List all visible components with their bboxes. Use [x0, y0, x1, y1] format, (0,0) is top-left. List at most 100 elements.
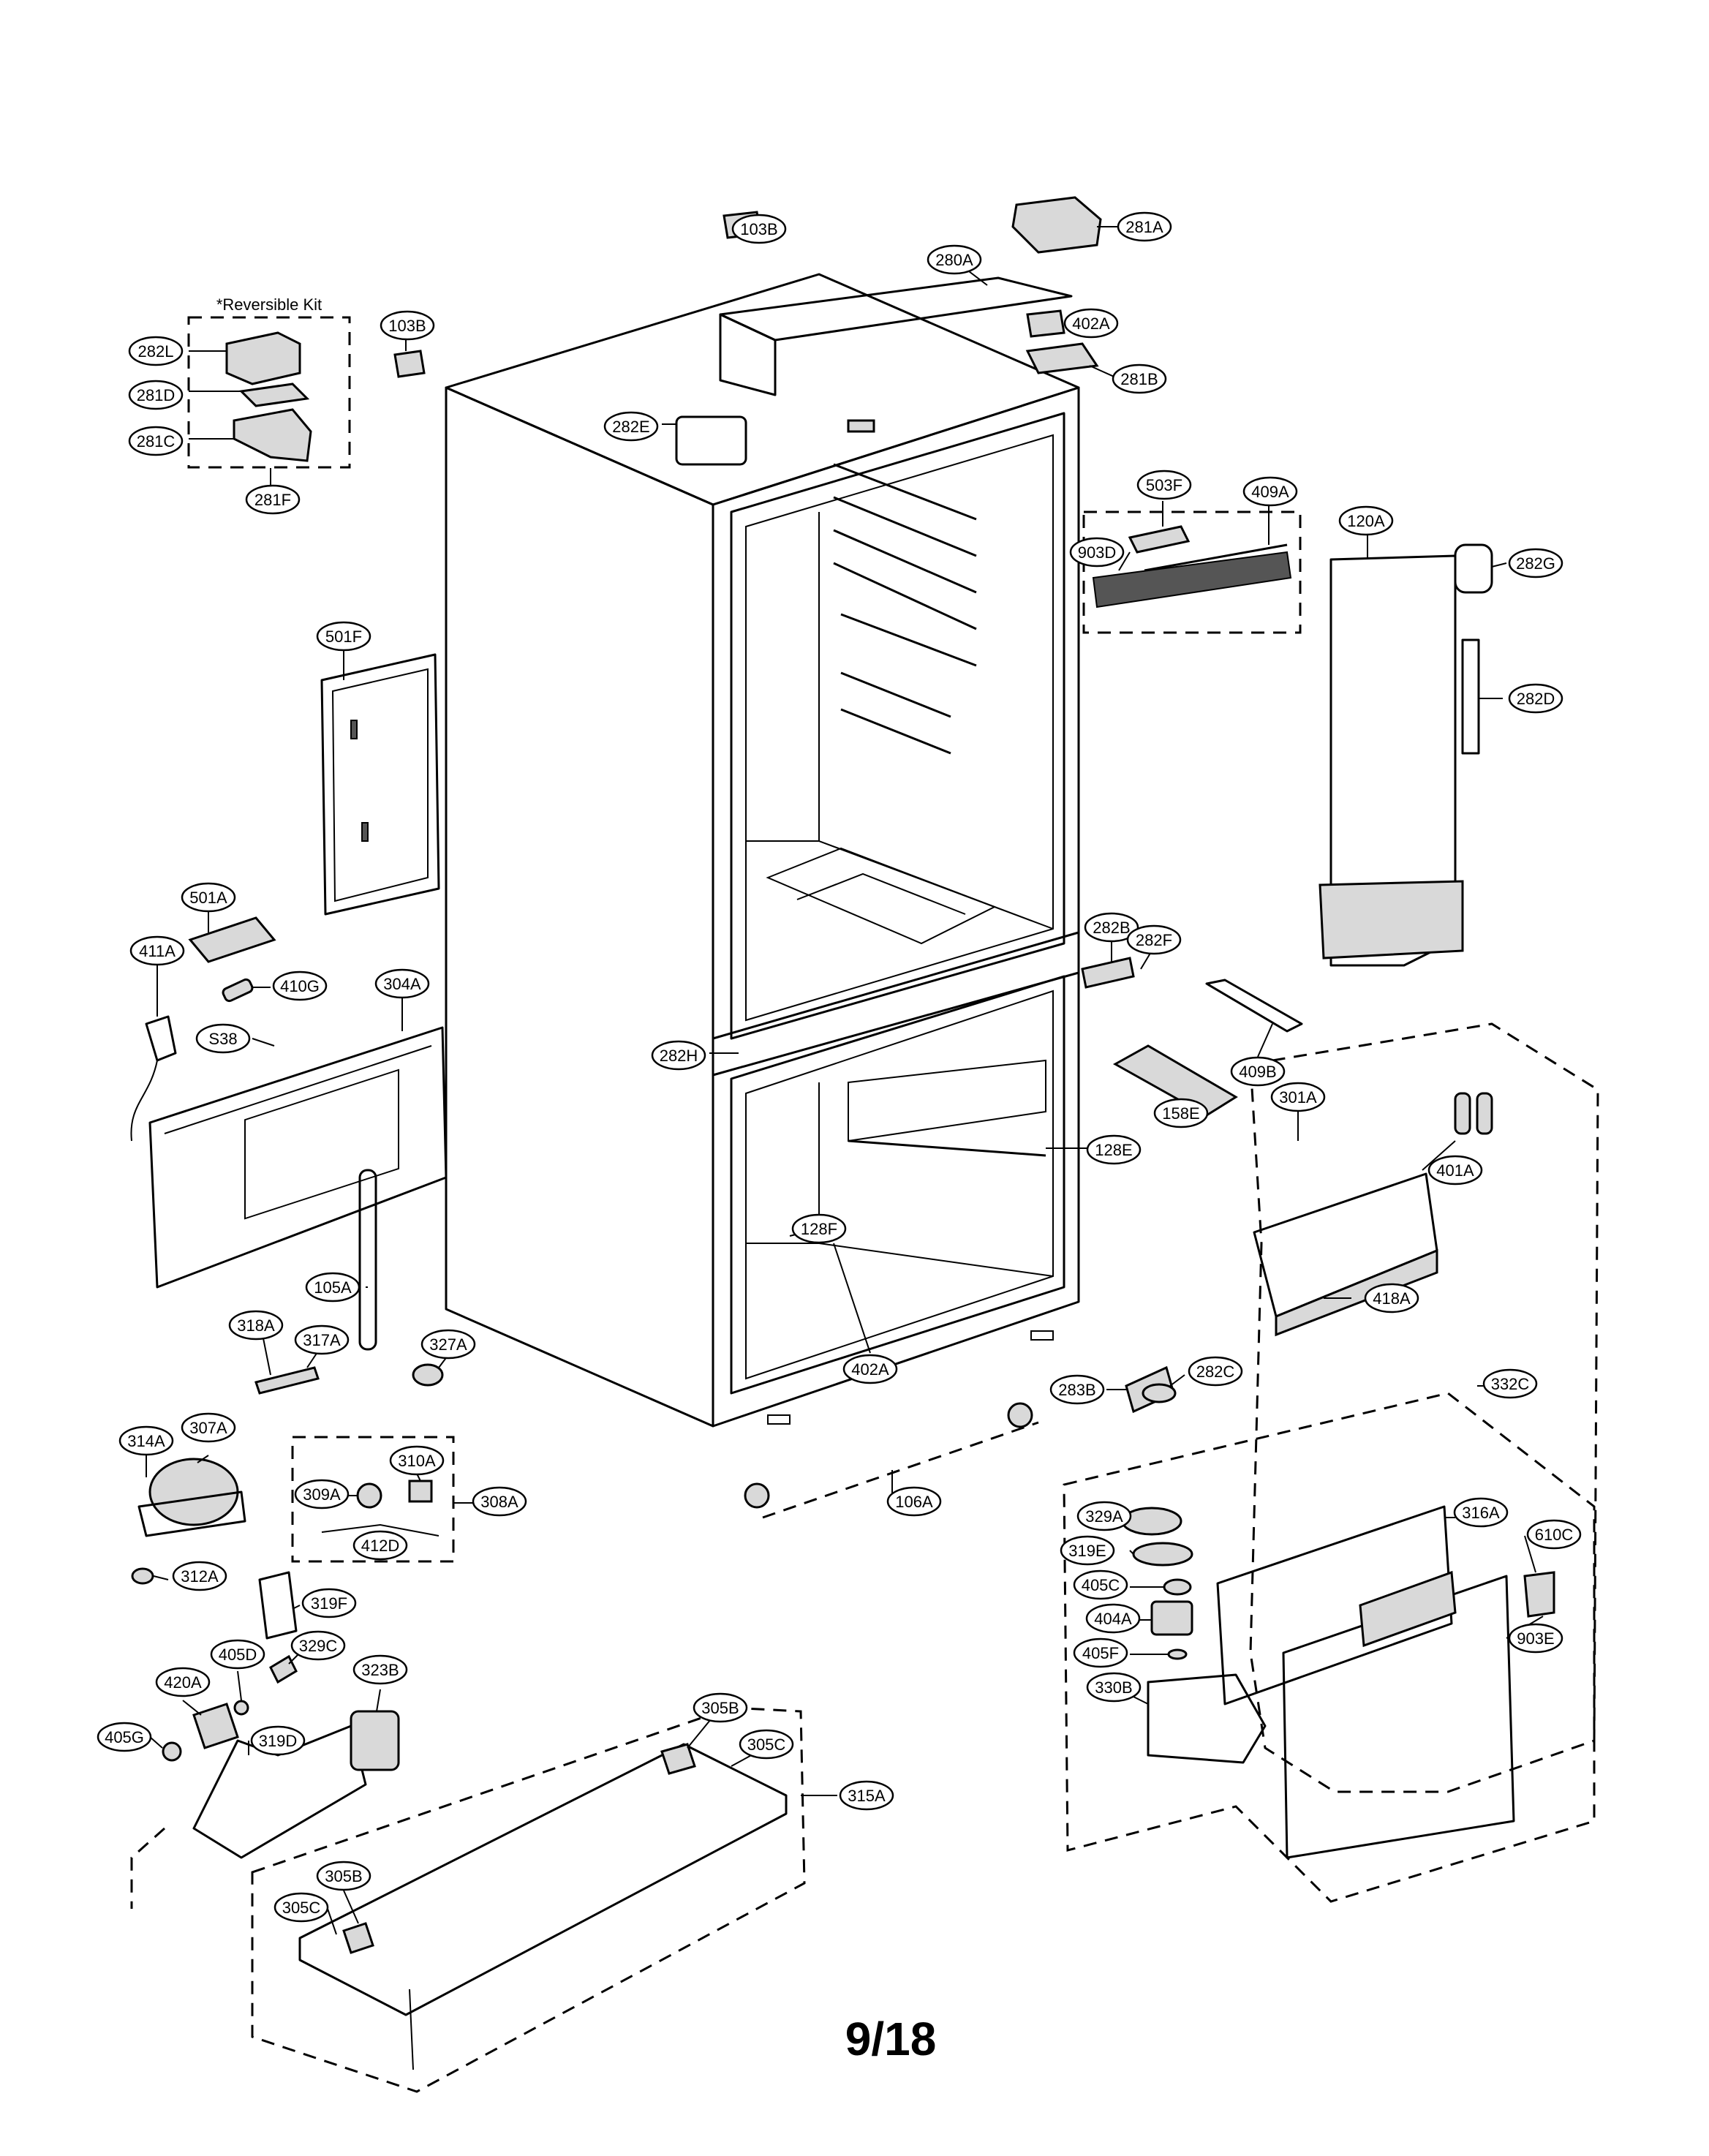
callout-label: 128E [1095, 1141, 1132, 1159]
callout-503f: 503F [1136, 470, 1192, 500]
callout-label: 282C [1196, 1362, 1235, 1381]
callout-label: 402A [1072, 314, 1110, 333]
callout-bubble [1508, 1623, 1563, 1654]
callout-label: 501A [189, 889, 227, 907]
callout-bubble [129, 935, 185, 966]
callout-label: 305C [747, 1735, 786, 1754]
callout-402a: 402A [1063, 308, 1119, 339]
callout-bubble [374, 968, 430, 999]
callout-282b: 282B [1084, 912, 1139, 943]
callout-bubble [927, 244, 982, 275]
callout-420a: 420A [155, 1667, 211, 1697]
callout-bubble [603, 411, 659, 442]
callout-bubble [1153, 1098, 1209, 1128]
callout-label: 305C [282, 1899, 321, 1917]
callout-label: 128F [801, 1220, 837, 1238]
callout-bubble [1508, 548, 1563, 578]
callout-903d: 903D [1069, 537, 1125, 568]
callout-bubble [273, 1892, 329, 1923]
callout-bubble [210, 1639, 265, 1670]
callout-label: 305B [701, 1699, 739, 1717]
callout-label: 105A [314, 1278, 352, 1297]
callout-bubble [1084, 912, 1139, 943]
callout-bubble [1508, 683, 1563, 714]
callout-bubble [1117, 211, 1172, 242]
callout-327a: 327A [420, 1329, 476, 1360]
callout-label: 316A [1462, 1504, 1500, 1522]
callout-bubble [316, 1861, 371, 1891]
callout-label: 309A [303, 1485, 341, 1504]
callout-label: 327A [429, 1335, 467, 1354]
callout-label: 308A [480, 1493, 518, 1511]
callout-305c: 305C [273, 1892, 329, 1923]
callout-label: 282H [660, 1047, 698, 1065]
callout-316a: 316A [1453, 1497, 1509, 1528]
callout-label: 282L [138, 342, 174, 361]
callout-bubble [1338, 505, 1394, 536]
callout-bubble [1073, 1569, 1128, 1600]
callout-bubble [1526, 1519, 1582, 1550]
callout-bubble [1364, 1283, 1419, 1313]
callout-bubble [1073, 1637, 1128, 1668]
callout-309a: 309A [294, 1479, 350, 1509]
callout-label: 329A [1085, 1507, 1123, 1526]
callout-label: 317A [303, 1331, 341, 1349]
callout-label: 330B [1095, 1678, 1132, 1697]
callout-282f: 282F [1126, 924, 1182, 955]
right-parts [298, 525, 1555, 2070]
callout-label: 310A [398, 1452, 436, 1470]
callout-bubble [172, 1561, 227, 1591]
left-parts [130, 653, 448, 1859]
callout-label: 411A [139, 942, 176, 960]
callout-label: 305B [325, 1867, 362, 1885]
callout-bubble [1112, 363, 1167, 394]
callout-bubble [651, 1040, 706, 1071]
callout-418a: 418A [1364, 1283, 1419, 1313]
callout-307a: 307A [181, 1412, 236, 1443]
callout-label: 103B [388, 317, 426, 335]
callout-409a: 409A [1242, 476, 1298, 507]
callout-bubble [1060, 1535, 1115, 1566]
callout-128e: 128E [1086, 1134, 1142, 1165]
callout-bubble [245, 484, 301, 515]
callout-312a: 312A [172, 1561, 227, 1591]
callout-bubble [1482, 1368, 1538, 1399]
callout-282d: 282D [1508, 683, 1563, 714]
callout-bubble [731, 214, 787, 244]
callout-330b: 330B [1086, 1672, 1142, 1703]
callout-501f: 501F [316, 621, 371, 652]
callout-405c: 405C [1073, 1569, 1128, 1600]
callout-bubble [420, 1329, 476, 1360]
callout-bubble [301, 1588, 357, 1618]
callout-bubble [839, 1780, 894, 1811]
reversible-kit-note: *Reversible Kit [216, 295, 322, 314]
callout-314a: 314A [118, 1425, 174, 1456]
callout-903e: 903E [1508, 1623, 1563, 1654]
callout-label: 282E [612, 418, 649, 436]
callout-label: 405C [1082, 1576, 1120, 1594]
callout-283b: 283B [1049, 1374, 1105, 1405]
callout-bubble [693, 1692, 748, 1723]
callout-label: S38 [208, 1030, 237, 1048]
callout-bubble [1242, 476, 1298, 507]
callout-label: 312A [181, 1567, 219, 1586]
callout-329a: 329A [1076, 1501, 1132, 1531]
callout-310a: 310A [389, 1445, 445, 1476]
callout-282c: 282C [1188, 1356, 1243, 1387]
callout-bubble [380, 310, 435, 341]
callout-bubble [181, 882, 236, 913]
callout-label: 283B [1058, 1381, 1095, 1399]
callout-315a: 315A [839, 1780, 894, 1811]
callout-bubble [842, 1354, 898, 1384]
callout-bubble [294, 1479, 350, 1509]
callout-label: 903E [1517, 1629, 1554, 1648]
callout-bubble [128, 426, 184, 456]
callout-610c: 610C [1526, 1519, 1582, 1550]
callout-106a: 106A [886, 1486, 942, 1517]
callout-bubble [1136, 470, 1192, 500]
callout-bubble [250, 1725, 306, 1756]
callout-bubble [272, 970, 328, 1001]
callout-bubble [1086, 1134, 1142, 1165]
